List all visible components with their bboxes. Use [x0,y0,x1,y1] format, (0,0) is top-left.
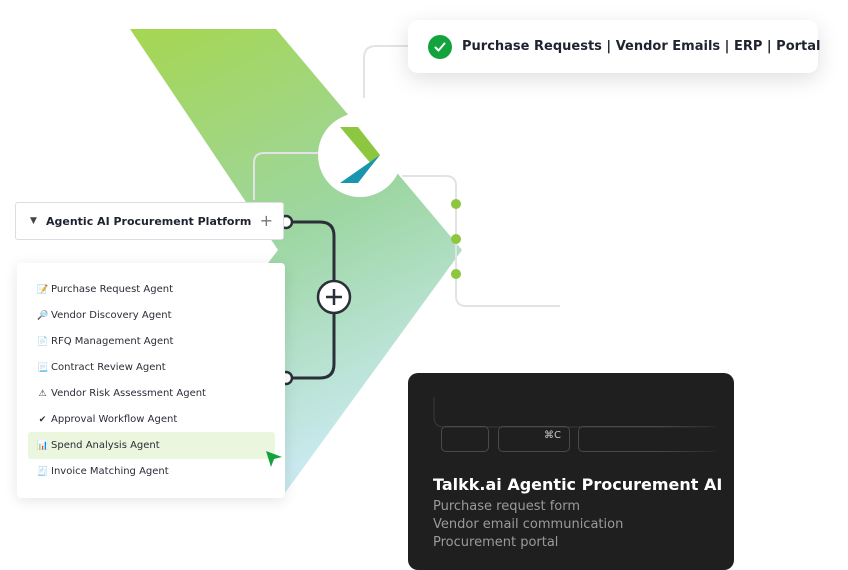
fade-overlay [658,413,734,463]
connector-left [253,152,318,200]
key-command-c: ⌘C [498,426,570,452]
cursor-arrow-icon [266,451,282,467]
agent-label: Contract Review Agent [51,362,166,373]
integrations-text: Purchase Requests | Vendor Emails | ERP … [462,39,821,54]
card-title: Talkk.ai Agentic Procurement AI [433,475,723,494]
card-line: Purchase request form [433,499,581,514]
receipt-icon: 🧾 [37,466,49,477]
agent-item[interactable]: 📃Contract Review Agent [28,354,275,381]
bar-chart-icon: 📊 [37,440,49,451]
agent-list: 📝Purchase Request Agent🔎Vendor Discovery… [17,263,285,498]
document-icon: 📄 [37,336,49,347]
agent-item[interactable]: 🔎Vendor Discovery Agent [28,302,275,329]
check-circle-icon [428,34,452,59]
caret-down-icon[interactable]: ▼ [30,216,37,226]
product-card: ⌘C Talkk.ai Agentic Procurement AI Purch… [408,373,734,570]
magnifier-icon: 🔎 [37,310,49,321]
card-line: Procurement portal [433,535,559,550]
card-line: Vendor email communication [433,517,624,532]
agent-label: Invoice Matching Agent [51,466,169,477]
green-dot [451,199,461,209]
agent-label: Approval Workflow Agent [51,414,178,425]
agent-label: Spend Analysis Agent [51,440,160,451]
agent-label: Purchase Request Agent [51,284,173,295]
agent-item[interactable]: 📄RFQ Management Agent [28,328,275,355]
contract-icon: 📃 [37,362,49,373]
agent-item[interactable]: 📊Spend Analysis Agent [28,432,275,459]
agent-item[interactable]: ✔ Approval Workflow Agent [28,406,275,433]
warning-icon: ⚠ [38,388,47,399]
green-dot [451,269,461,279]
memo-icon: 📝 [37,284,49,295]
add-button[interactable]: + [259,211,273,230]
agent-label: RFQ Management Agent [51,336,174,347]
key [578,426,718,452]
platform-title: Agentic AI Procurement Platform [46,214,252,228]
chevron-logo-icon [340,127,380,183]
agent-item[interactable]: 📝Purchase Request Agent [28,276,275,303]
agent-item[interactable]: ⚠ Vendor Risk Assessment Agent [28,380,275,407]
key [441,426,489,452]
brand-logo [318,113,402,197]
agent-label: Vendor Discovery Agent [51,310,172,321]
command-c-glyph: ⌘C [544,430,561,441]
agent-label: Vendor Risk Assessment Agent [51,388,206,399]
checkmark-icon: ✔ [38,414,47,425]
platform-header[interactable]: ▼ Agentic AI Procurement Platform + [15,202,284,240]
connector-top [363,45,408,98]
integrations-pill: Purchase Requests | Vendor Emails | ERP … [408,20,821,73]
green-dot [451,234,461,244]
agent-item[interactable]: 🧾Invoice Matching Agent [28,458,275,485]
add-circle-icon[interactable] [316,279,352,315]
